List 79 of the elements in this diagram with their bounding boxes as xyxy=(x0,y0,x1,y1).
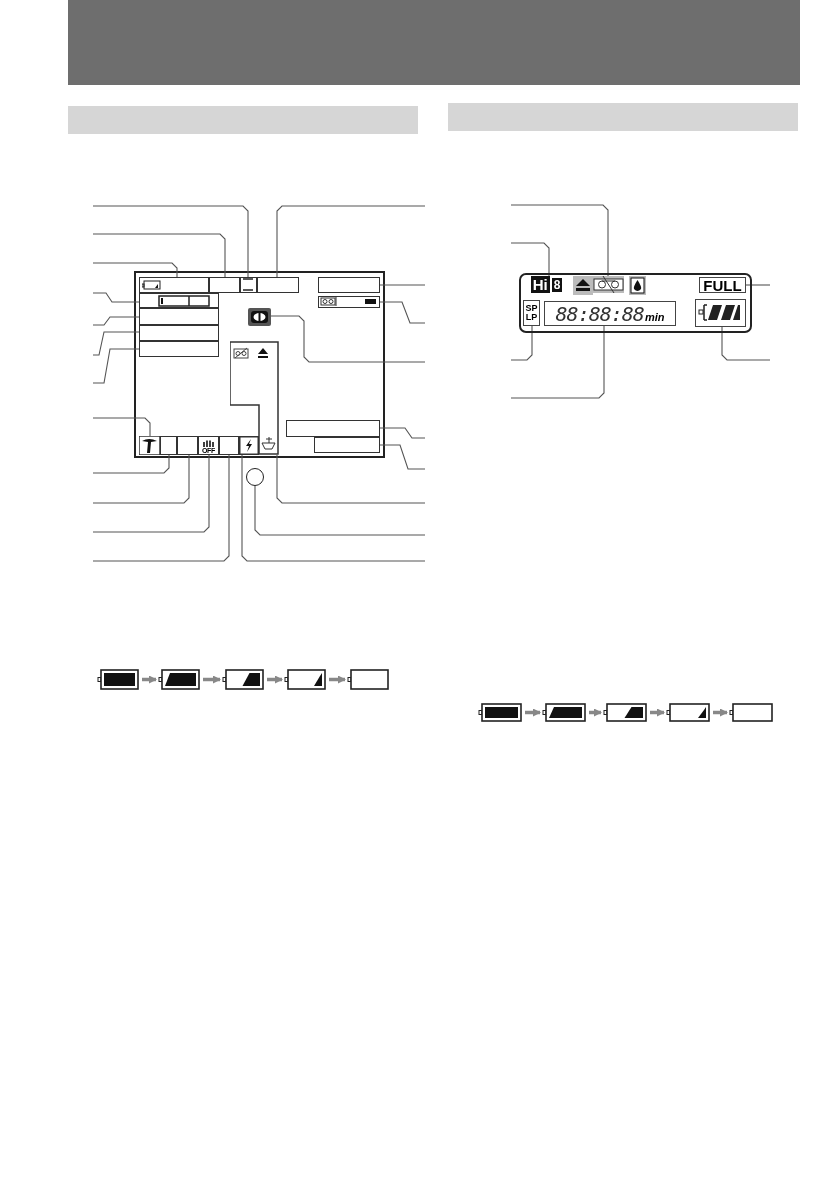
battery-icon xyxy=(158,669,200,690)
indicator-box xyxy=(257,277,299,293)
leader-line xyxy=(276,454,426,504)
leader-line xyxy=(510,325,533,361)
battery-icon xyxy=(222,669,264,690)
indicator-box xyxy=(160,436,177,455)
viewfinder-screen xyxy=(134,271,385,458)
leader-line xyxy=(92,316,140,326)
battery-icon xyxy=(542,703,586,722)
leader-line xyxy=(254,485,426,536)
unit-label: min xyxy=(644,312,665,325)
leader-line xyxy=(241,454,426,562)
leader-line xyxy=(379,301,426,324)
full-indicator xyxy=(699,277,746,293)
leader-line xyxy=(92,292,140,303)
leader-line xyxy=(379,284,426,286)
leader-line xyxy=(510,242,550,277)
lcd-panel xyxy=(519,273,752,333)
eye-icon xyxy=(248,308,271,326)
full-label: FULL xyxy=(703,277,742,293)
indicator-box xyxy=(209,277,240,293)
leader-line xyxy=(92,454,210,533)
battery-icon xyxy=(729,703,773,722)
leader-line xyxy=(276,205,426,278)
format-label: Hi xyxy=(530,276,550,293)
leader-line xyxy=(379,444,426,470)
time-counter-display xyxy=(544,301,676,326)
leader-line xyxy=(92,348,140,384)
leader-line xyxy=(92,454,230,562)
tape-speed-label: SP LP xyxy=(525,303,538,323)
indicator-box xyxy=(240,277,257,293)
indicator-box xyxy=(219,436,239,455)
indicator-box xyxy=(139,325,219,341)
cassette-icon xyxy=(593,276,624,293)
arrow xyxy=(650,708,665,717)
battery-icon xyxy=(695,299,746,327)
indicator-box xyxy=(286,420,380,437)
arrow xyxy=(267,675,283,684)
leader-line xyxy=(92,331,140,356)
indicator-box xyxy=(318,277,380,293)
indicator-box xyxy=(314,437,380,453)
warning-panel xyxy=(230,341,279,455)
battery-icon xyxy=(97,669,139,690)
arrow xyxy=(329,675,346,684)
hand-off-icon xyxy=(198,436,219,455)
indicator-box xyxy=(139,308,219,325)
indicator-box xyxy=(177,436,198,455)
tape-remaining-indicator xyxy=(318,296,380,308)
leader-line xyxy=(92,233,226,278)
leader-line xyxy=(92,417,151,437)
arrow xyxy=(142,675,157,684)
format-digit: 8 xyxy=(550,276,564,293)
leader-line xyxy=(92,205,249,278)
section-band xyxy=(448,103,798,131)
battery-icon xyxy=(603,703,647,722)
tree-icon xyxy=(139,436,160,455)
battery-icon xyxy=(347,669,389,690)
battery-icon xyxy=(478,703,522,722)
leader-line xyxy=(379,427,426,439)
indicator-box xyxy=(139,277,209,293)
arrow xyxy=(713,708,728,717)
arrow xyxy=(589,708,602,717)
leader-line xyxy=(92,262,178,278)
battery-icon xyxy=(284,669,326,690)
leader-line xyxy=(92,454,170,474)
leader-line xyxy=(721,326,771,361)
battery-icon xyxy=(666,703,710,722)
counter-digits: 88:88:88 xyxy=(555,303,644,324)
leader-line xyxy=(270,315,426,363)
section-band xyxy=(68,106,418,134)
leader-line xyxy=(510,325,605,399)
indicator-box xyxy=(139,293,219,308)
indicator-box xyxy=(139,341,219,357)
flash-icon xyxy=(239,436,259,455)
leader-line xyxy=(510,204,609,277)
leader-line xyxy=(92,454,190,504)
arrow xyxy=(203,675,221,684)
leader-line xyxy=(745,284,771,286)
arrow xyxy=(525,708,541,717)
